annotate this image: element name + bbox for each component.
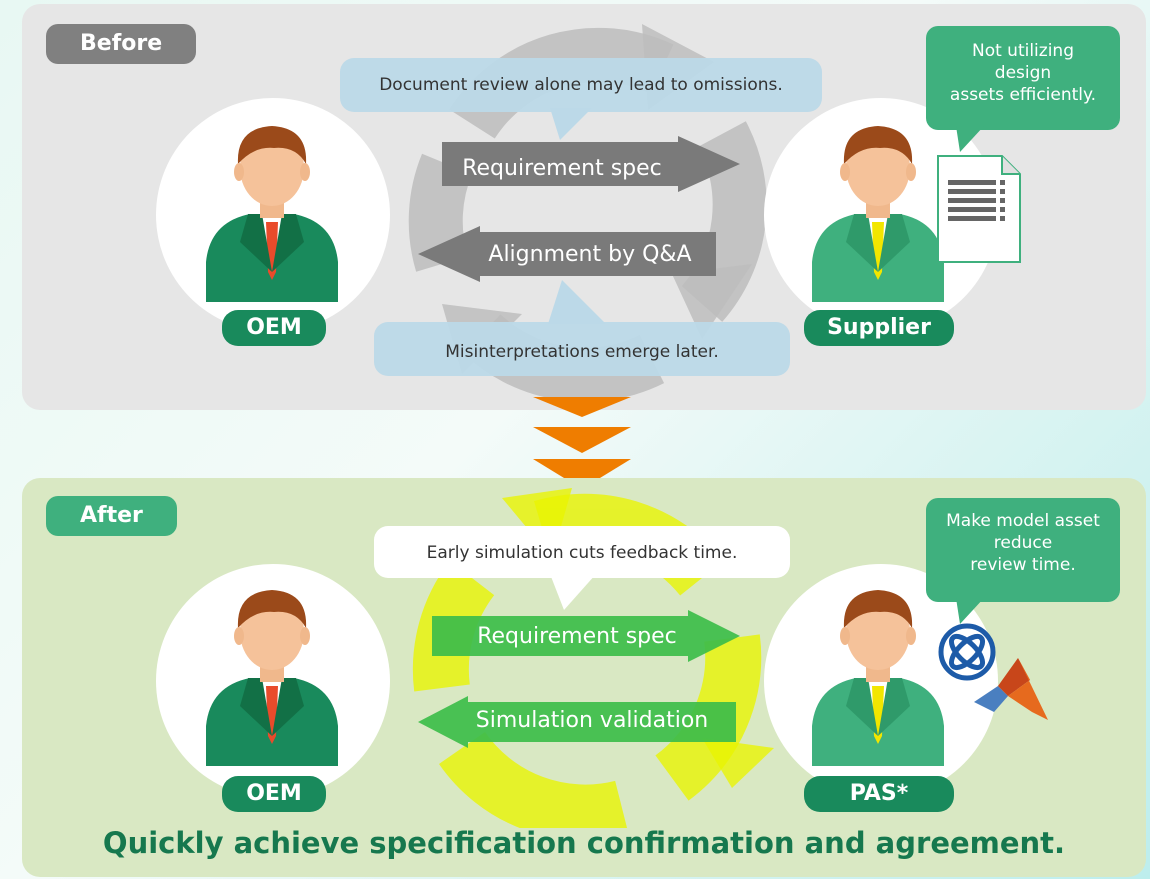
pas-note-line-2: reduce [993, 533, 1053, 553]
requirement-arrow-label: Requirement spec [462, 156, 662, 181]
headline: Quickly achieve specification confirmati… [102, 826, 1066, 860]
early-simulation-callout-text: Early simulation cuts feedback time. [426, 543, 738, 563]
simulation-validation-arrow-label: Simulation validation [475, 708, 709, 733]
omission-callout-text: Document review alone may lead to omissi… [379, 75, 783, 95]
simulation-validation-arrow [418, 696, 736, 748]
requirement-arrow-after-label: Requirement spec [477, 624, 677, 649]
supplier-note-line-1: Not utilizing [971, 41, 1074, 61]
oem-label-after: OEM [222, 776, 326, 812]
before-tag: Before [46, 24, 197, 64]
after-tag: After [46, 496, 177, 536]
supplier-label: Supplier [804, 310, 954, 346]
pas-note: Make model asset reduce review time. [926, 498, 1120, 602]
pas-label: PAS* [804, 776, 954, 812]
omission-callout-tail [550, 108, 592, 140]
alignment-arrow [418, 226, 716, 282]
connector-logo-icon [938, 623, 996, 681]
misinterpretation-callout [374, 322, 790, 376]
document-icon [937, 155, 1021, 263]
oem-label: OEM [222, 310, 326, 346]
after-panel: After Early simulation cuts feedback tim… [22, 478, 1146, 877]
pas-note-line-3: review time. [970, 555, 1076, 575]
misinterpretation-callout-tail [548, 280, 606, 324]
pas-note-tail [956, 598, 984, 624]
before-panel: Before Document review alone may lead to… [22, 4, 1146, 410]
requirement-arrow [442, 136, 740, 192]
supplier-note: Not utilizing design assets efficiently. [926, 26, 1120, 130]
alignment-arrow-label: Alignment by Q&A [488, 242, 692, 267]
early-simulation-callout-tail [550, 574, 596, 610]
misinterpretation-callout-text: Misinterpretations emerge later. [445, 342, 719, 362]
early-simulation-callout [374, 526, 790, 578]
person-supplier-icon [812, 126, 944, 302]
matlab-logo-icon [974, 658, 1048, 720]
person-pas-icon [812, 590, 944, 766]
person-oem-icon [206, 126, 338, 302]
supplier-note-line-2: design [994, 63, 1052, 83]
omission-callout [340, 58, 822, 112]
person-oem-icon [206, 590, 338, 766]
requirement-arrow-after [432, 610, 740, 662]
down-chevrons-icon [533, 397, 631, 489]
supplier-note-tail [956, 126, 984, 152]
pas-note-line-1: Make model asset [946, 511, 1100, 531]
supplier-note-line-3: assets efficiently. [949, 85, 1097, 105]
